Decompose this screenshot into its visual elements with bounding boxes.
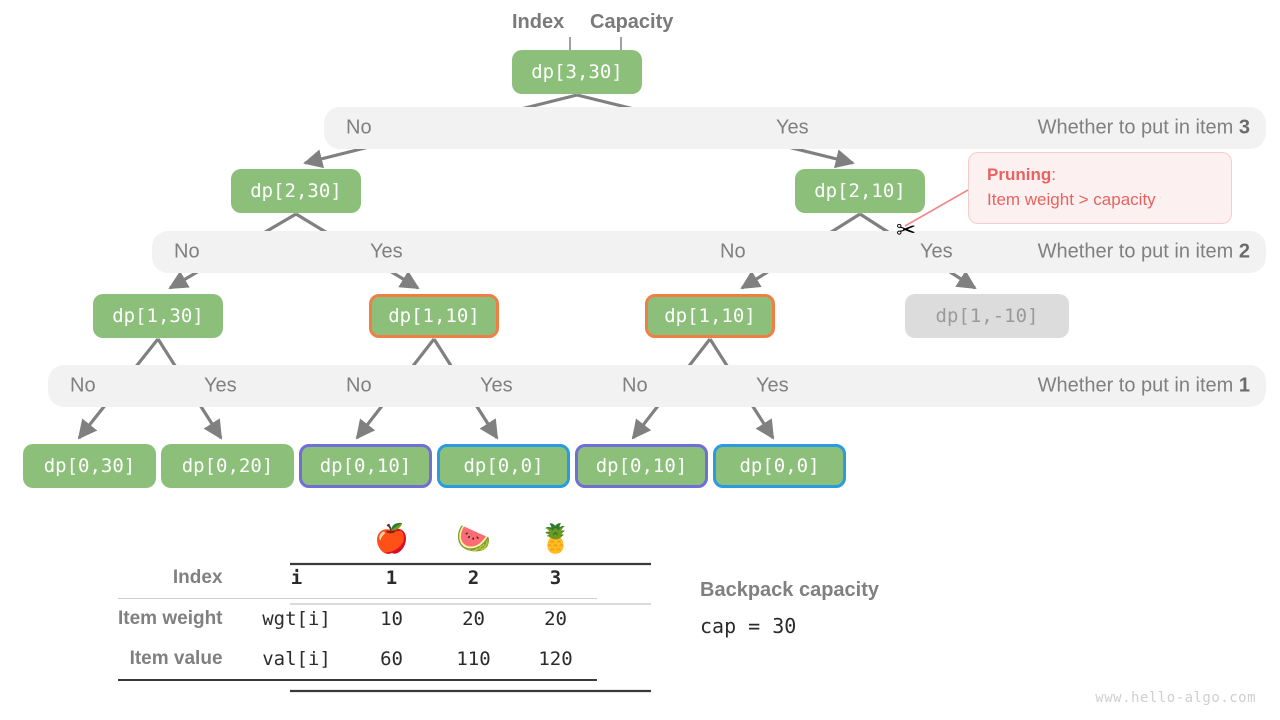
table-row-weight: Item weight wgt[i] 10 20 20	[118, 599, 597, 640]
question-item-number: 2	[1238, 240, 1250, 263]
branch-label-yes: Yes	[776, 116, 809, 139]
scissors-icon: ✂	[896, 217, 917, 244]
pineapple-icon: 🍍	[538, 522, 573, 554]
watermark: www.hello-algo.com	[1095, 690, 1256, 706]
table-row-index: Index i 1 2 3	[118, 558, 597, 599]
table-row-value: Item value val[i] 60 110 120	[118, 639, 597, 681]
watermelon-icon: 🍉	[456, 522, 491, 554]
decision-question-item-1: Whether to put in item 1	[1038, 375, 1250, 398]
dp-node-1-neg10-pruned[interactable]: dp[1,-10]	[905, 294, 1069, 338]
branch-label-no: No	[174, 240, 200, 263]
branch-label-no: No	[346, 116, 372, 139]
question-text: Whether to put in item	[1037, 240, 1234, 263]
branch-label-no: No	[720, 240, 746, 263]
index-annotation: Index	[512, 11, 565, 33]
dp-node-0-10-a[interactable]: dp[0,10]	[299, 444, 432, 488]
cell-weight-1: 10	[380, 608, 403, 630]
dp-node-0-10-b[interactable]: dp[0,10]	[575, 444, 708, 488]
items-table-wrap: 🍎 🍉 🍍 Index i 1 2 3 Item weight wgt[i] 1…	[118, 518, 597, 681]
emoji-row-head	[118, 518, 243, 558]
decision-question-item-2: Whether to put in item 2	[1038, 241, 1250, 264]
dp-node-0-0-b[interactable]: dp[0,0]	[713, 444, 846, 488]
capacity-note: Backpack capacity cap = 30	[700, 579, 879, 638]
branch-label-yes: Yes	[480, 374, 513, 397]
branch-label-no: No	[622, 374, 648, 397]
decision-question-item-3: Whether to put in item 3	[1038, 117, 1250, 140]
pruning-callout: Pruning: Item weight > capacity	[968, 152, 1232, 224]
row-label-value: Item value	[118, 639, 243, 681]
dp-node-2-10[interactable]: dp[2,10]	[795, 169, 925, 213]
row-label-index: Index	[118, 558, 243, 599]
branch-label-no: No	[70, 374, 96, 397]
question-text: Whether to put in item	[1037, 374, 1234, 397]
decision-bar-item-2: No Yes No Yes Whether to put in item 2	[152, 231, 1266, 273]
emoji-name-spacer	[243, 518, 351, 558]
capacity-annotation: Capacity	[590, 11, 674, 33]
decision-bar-item-1: No Yes No Yes No Yes Whether to put in i…	[48, 365, 1266, 407]
question-text: Whether to put in item	[1037, 116, 1234, 139]
question-item-number: 1	[1238, 374, 1250, 397]
cell-value-3: 120	[514, 639, 597, 681]
pruning-title-line: Pruning:	[987, 163, 1217, 188]
dp-node-0-0-a[interactable]: dp[0,0]	[437, 444, 570, 488]
cell-value-2: 110	[432, 639, 515, 681]
capacity-note-title: Backpack capacity	[700, 579, 880, 601]
decision-bar-item-3: No Yes Whether to put in item 3	[324, 107, 1266, 149]
cell-value-1: 60	[350, 639, 433, 681]
dp-node-1-30[interactable]: dp[1,30]	[93, 294, 223, 338]
pruning-reason: Item weight > capacity	[987, 189, 1156, 209]
cell-index-2: 2	[432, 558, 515, 599]
cell-weight-2: 20	[462, 608, 485, 630]
apple-icon: 🍎	[374, 522, 409, 554]
cell-index-1: 1	[350, 558, 433, 599]
question-item-number: 3	[1238, 116, 1250, 139]
branch-label-yes: Yes	[370, 240, 403, 263]
dp-node-0-20[interactable]: dp[0,20]	[161, 444, 294, 488]
items-table: 🍎 🍉 🍍 Index i 1 2 3 Item weight wgt[i] 1…	[118, 518, 597, 681]
row-key-value: val[i]	[242, 639, 351, 681]
branch-label-no: No	[346, 374, 372, 397]
cell-weight-3: 20	[544, 608, 567, 630]
branch-label-yes: Yes	[920, 240, 953, 263]
pruning-colon: :	[1051, 165, 1056, 184]
row-key-weight: wgt[i]	[262, 608, 331, 630]
row-label-weight: Item weight	[118, 608, 223, 629]
cell-index-3: 3	[514, 558, 597, 599]
dp-node-2-30[interactable]: dp[2,30]	[231, 169, 361, 213]
branch-label-yes: Yes	[204, 374, 237, 397]
pruning-title: Pruning	[987, 165, 1052, 184]
dp-node-0-30[interactable]: dp[0,30]	[23, 444, 156, 488]
capacity-note-value: cap = 30	[700, 614, 797, 638]
branch-label-yes: Yes	[756, 374, 789, 397]
table-emoji-row: 🍎 🍉 🍍	[118, 518, 597, 558]
row-key-index: i	[242, 558, 351, 599]
dp-node-1-10-b[interactable]: dp[1,10]	[645, 294, 775, 338]
dp-node-1-10-a[interactable]: dp[1,10]	[369, 294, 499, 338]
dp-node-root[interactable]: dp[3,30]	[512, 50, 642, 94]
